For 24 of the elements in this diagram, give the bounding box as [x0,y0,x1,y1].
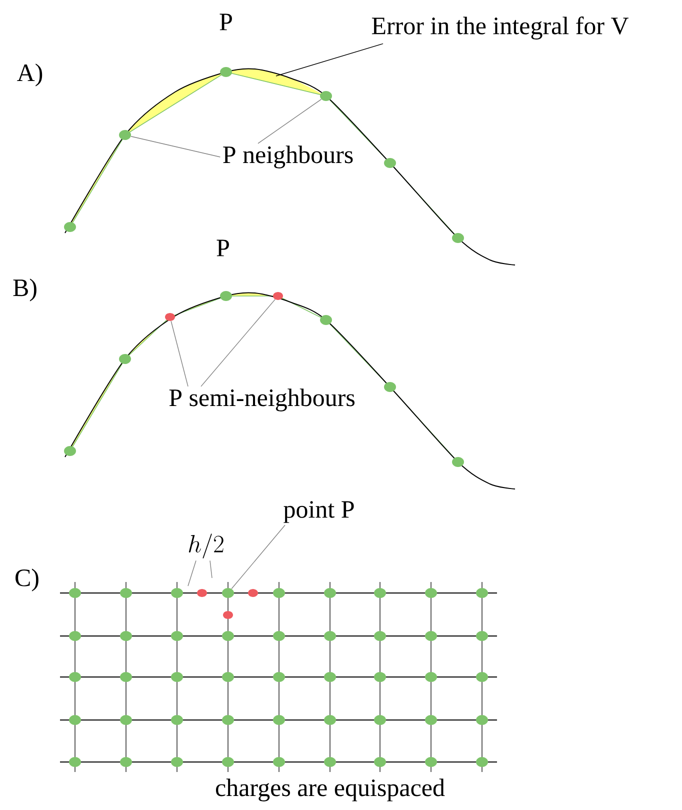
callout-text: $h/2$ [188,534,224,558]
leader-line [210,560,212,578]
callout-text: point P [284,501,354,523]
leader-line [188,560,196,586]
callout-text: Error in the integral for V [372,16,629,40]
panel-label: C) [16,568,38,592]
leader-line [276,43,384,76]
callout-text: P neighbours [223,146,353,168]
leader-line [258,98,322,144]
leader-line [170,320,188,387]
leader-line [130,136,221,158]
panel-label: B) [13,278,36,302]
leader-line [200,299,276,387]
point [320,91,332,101]
point [273,292,283,300]
point-label: P [216,240,229,256]
leader-line [231,524,286,590]
point [222,588,234,598]
note-text: charges are equispaced [216,778,445,802]
point [165,313,175,321]
point-label: P [220,14,232,30]
panel-label: A) [17,64,42,86]
point [119,130,131,140]
callout-text: P semi-neighbours [169,388,354,412]
